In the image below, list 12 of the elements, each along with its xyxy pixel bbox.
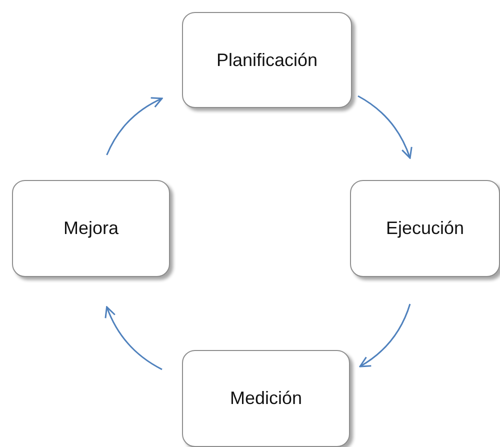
- curved-arrow: [358, 95, 412, 159]
- box-label: Medición: [230, 388, 302, 409]
- process-box: [350, 180, 500, 277]
- process-box: [182, 12, 352, 108]
- process-box: [12, 180, 170, 277]
- curved-arrow: [359, 304, 411, 368]
- process-box: [182, 350, 350, 447]
- box-label: Mejora: [63, 218, 119, 239]
- box-label: Planificación: [216, 50, 318, 70]
- curved-arrow: [105, 306, 162, 370]
- curved-arrow: [106, 97, 163, 156]
- box-label: Ejecución: [386, 218, 464, 239]
